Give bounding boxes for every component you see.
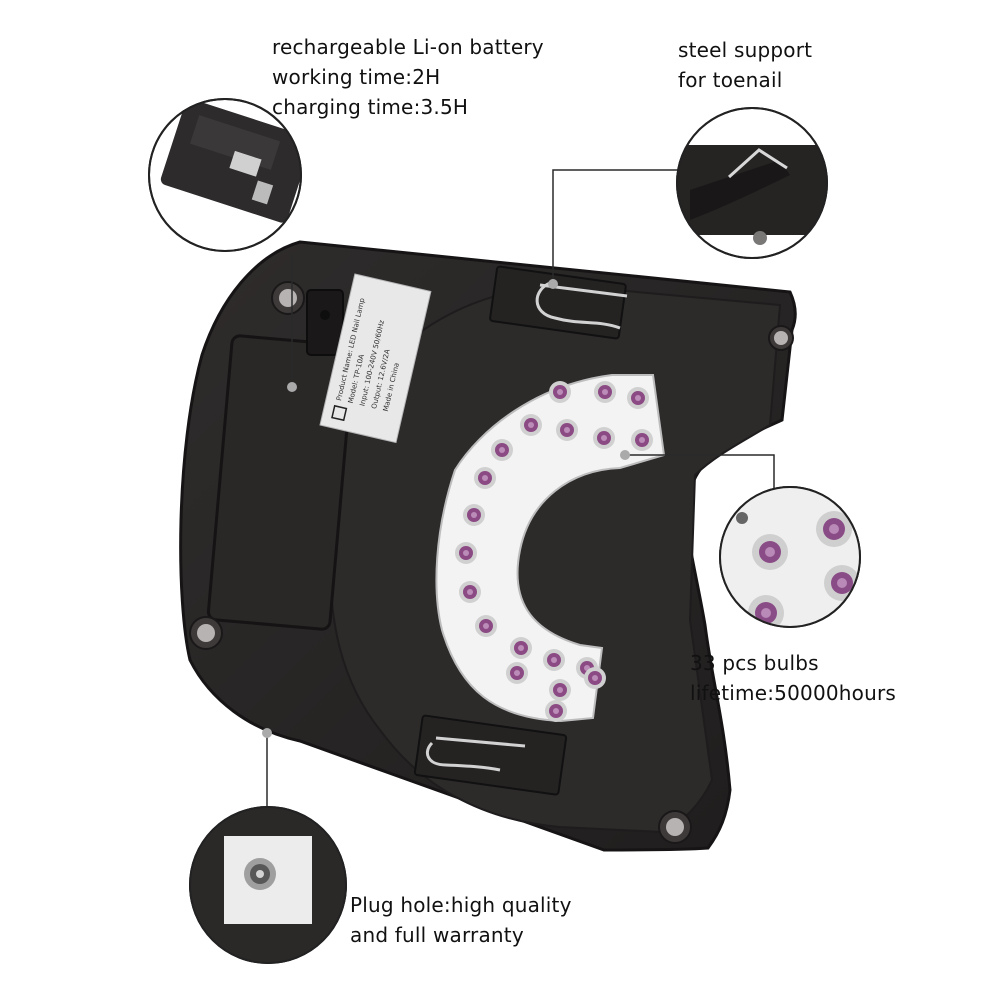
- led-bulb-center: [551, 657, 557, 663]
- led-bulb-center: [483, 623, 489, 629]
- led-bulb-center: [557, 389, 563, 395]
- zoom-circle-steel: [676, 107, 828, 259]
- bulbs-callout-line-1: 33 pcs bulbs: [690, 651, 819, 675]
- battery-clip: [306, 289, 344, 356]
- plug-callout: Plug hole:high quality and full warranty: [350, 890, 572, 950]
- rubber-feet: [189, 281, 794, 844]
- battery-callout-line-2: working time:2H: [272, 65, 441, 89]
- led-bulb-center: [602, 389, 608, 395]
- led-bulb-center: [514, 670, 520, 676]
- leader-bulbs: [625, 454, 775, 500]
- led-bulb-center: [471, 512, 477, 518]
- zoom-circle-plug: [189, 806, 347, 964]
- led-bulb-center: [635, 395, 641, 401]
- zoom-circle-battery: [148, 98, 302, 252]
- led-bulb-center: [463, 550, 469, 556]
- plug-callout-line-1: Plug hole:high quality: [350, 893, 572, 917]
- leader-battery-dot: [287, 382, 297, 392]
- leader-plug-dot: [262, 728, 272, 738]
- product-label-sticker: Product Name: LED Nail Lamp Model: TP-10…: [319, 273, 432, 444]
- plug-callout-line-2: and full warranty: [350, 923, 524, 947]
- battery-compartment: [206, 334, 355, 631]
- steel-callout-line-1: steel support: [678, 38, 813, 62]
- steel-callout-line-2: for toenail: [678, 68, 783, 92]
- led-bulb-center: [639, 437, 645, 443]
- steel-callout: steel support for toenail: [678, 35, 812, 95]
- led-bulb-center: [557, 687, 563, 693]
- top-steel-support: [489, 265, 628, 340]
- leader-steel: [552, 169, 680, 284]
- battery-callout-line-1: rechargeable Li-on battery: [272, 35, 544, 59]
- bulbs-callout: 33 pcs bulbs lifetime:50000hours: [690, 648, 896, 708]
- bulbs-callout-line-2: lifetime:50000hours: [690, 681, 897, 705]
- led-bulb-center: [467, 589, 473, 595]
- leader-bulbs-dot: [620, 450, 630, 460]
- leader-lines: [262, 169, 775, 808]
- led-bulbs-group: [455, 381, 653, 722]
- led-bulb-center: [592, 675, 598, 681]
- led-bulb-center: [482, 475, 488, 481]
- led-bulb-center: [564, 427, 570, 433]
- battery-callout-line-3: charging time:3.5H: [272, 95, 469, 119]
- battery-callout: rechargeable Li-on battery working time:…: [272, 32, 544, 122]
- led-bulb-center: [553, 708, 559, 714]
- led-bulb-center: [518, 645, 524, 651]
- bottom-steel-support: [413, 714, 568, 796]
- leader-steel-dot: [548, 279, 558, 289]
- zoom-circle-bulbs: [719, 486, 861, 628]
- led-bulb-center: [499, 447, 505, 453]
- led-bulb-center: [528, 422, 534, 428]
- led-bulb-center: [601, 435, 607, 441]
- led-pcb: [435, 374, 666, 723]
